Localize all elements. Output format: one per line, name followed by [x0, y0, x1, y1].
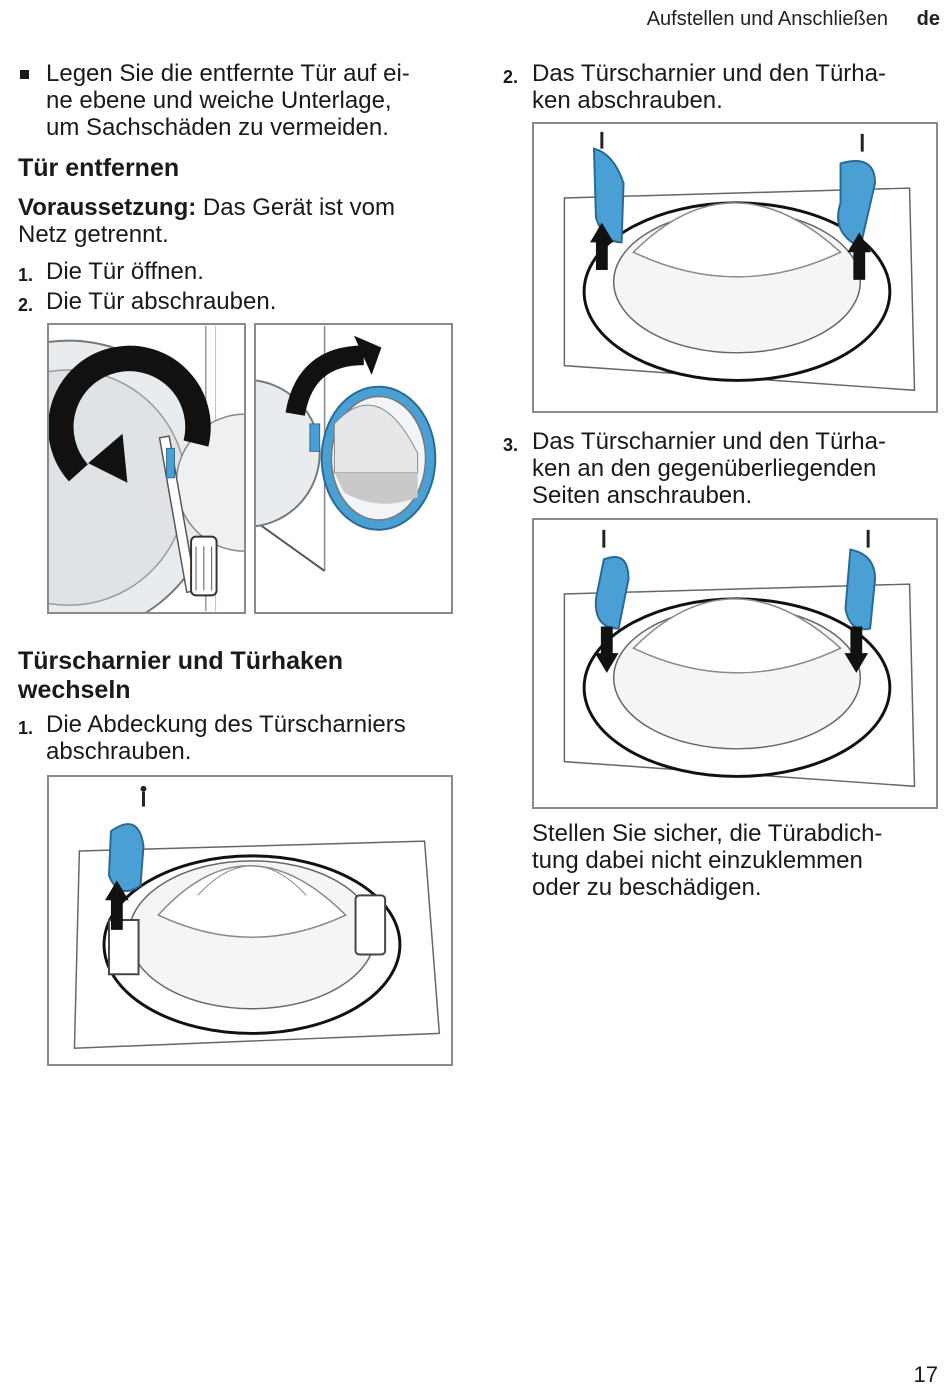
bullet-square-icon [20, 70, 29, 79]
step-1-remove-cover: 1. Die Abdeckung des Türscharniers absch… [18, 711, 406, 765]
running-header-title: Aufstellen und Anschließen [646, 8, 888, 30]
bullet-note: Legen Sie die entfernte Tür auf ei- ne e… [46, 60, 410, 141]
step-3-attach-opposite: 3. Das Türscharnier und den Türha- ken a… [503, 428, 886, 509]
illustration-attach-hinge-hook [532, 518, 938, 809]
step-2-unscrew: 2. Die Tür abschrauben. [18, 288, 277, 315]
language-tag: de [916, 8, 940, 30]
note-door-seal: Stellen Sie sicher, die Türabdich- tung … [532, 820, 883, 901]
section-title-swap-hinge: Türscharnier und Türhaken wechseln [18, 647, 344, 704]
page-number: 17 [913, 1362, 938, 1387]
section-title-remove-door: Tür entfernen [18, 154, 180, 182]
illustration-unscrew-door [47, 323, 246, 614]
prerequisite: Voraussetzung: Das Gerät ist vom Netz ge… [18, 194, 395, 248]
illustration-open-door-removed [254, 323, 453, 614]
step-1-open: 1. Die Tür öffnen. [18, 258, 204, 285]
illustration-remove-hinge-cover [47, 775, 453, 1066]
illustration-unscrew-hinge-hook [532, 122, 938, 413]
step-2-unscrew-hinge: 2. Das Türscharnier und den Türha- ken a… [503, 60, 886, 114]
